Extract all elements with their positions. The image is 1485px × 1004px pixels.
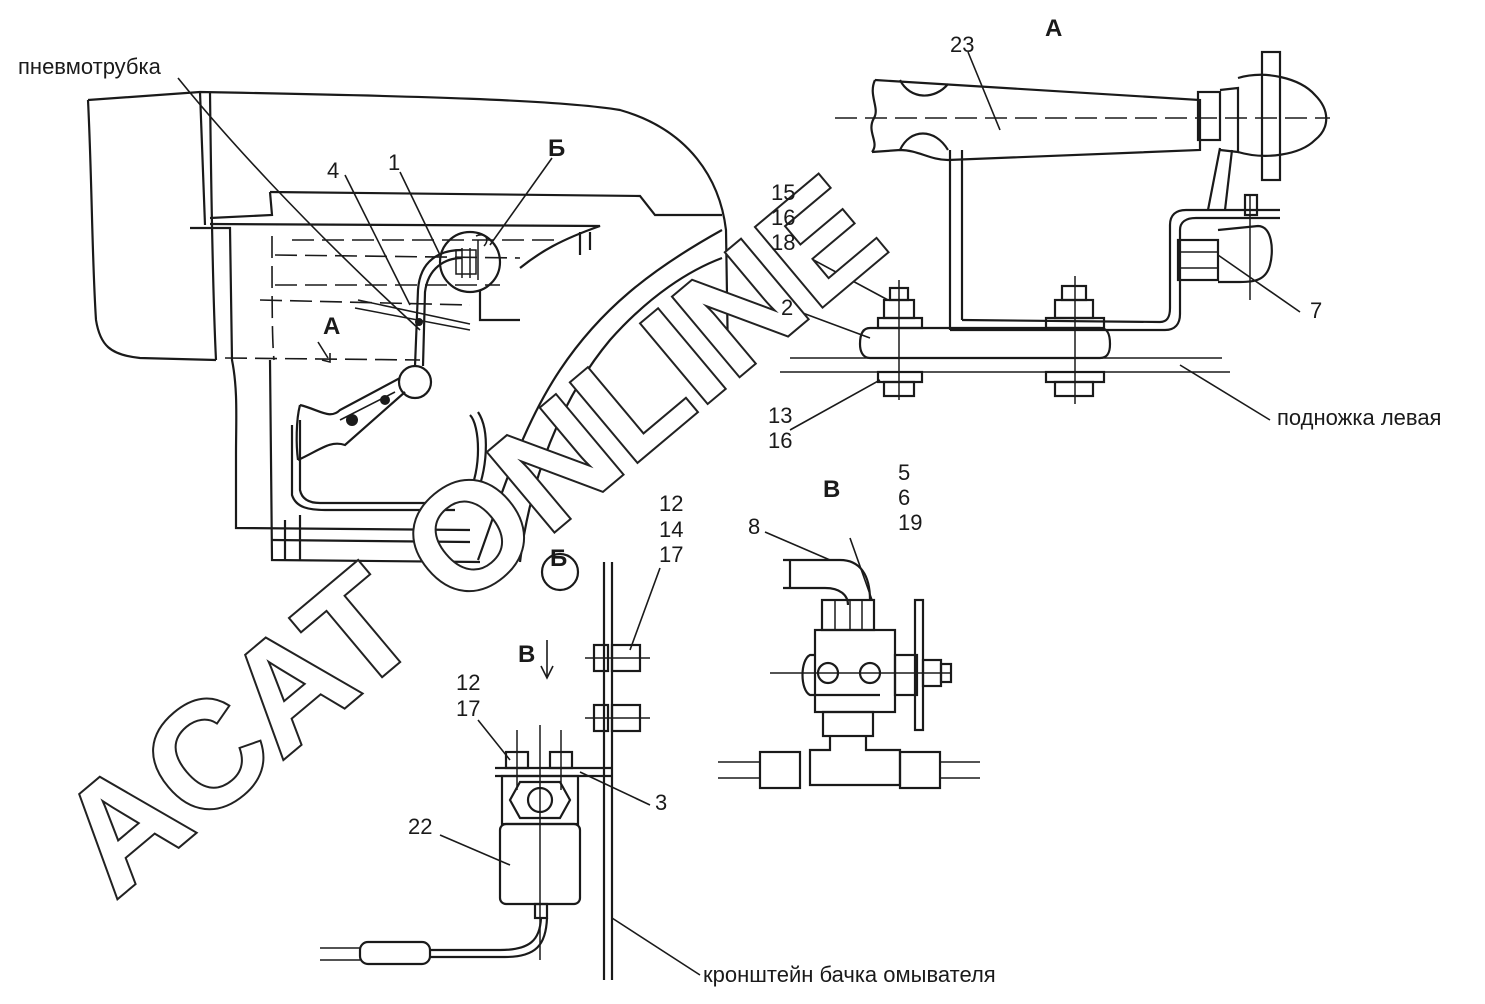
callout-16a: 16: [771, 205, 795, 230]
callout-8: 8: [748, 514, 760, 539]
callout-18: 18: [771, 230, 795, 255]
view-a-headlight-bracket: [835, 50, 1330, 332]
callout-17a: 17: [659, 542, 683, 567]
callout-4: 4: [327, 158, 339, 183]
label-pneumotube: пневмотрубка: [18, 54, 162, 79]
view-letter-v-detail: В: [823, 476, 840, 503]
callout-15: 15: [771, 180, 795, 205]
view-letter-v-arrow: В: [518, 641, 535, 668]
view-letter-b-main: Б: [548, 135, 565, 162]
view-letter-a-main: А: [323, 313, 340, 340]
callout-13: 13: [768, 403, 792, 428]
callout-22: 22: [408, 814, 432, 839]
callout-6: 6: [898, 485, 910, 510]
label-washer-bracket: кронштейн бачка омывателя: [703, 962, 996, 987]
horn-assembly: [295, 248, 471, 462]
callout-12a: 12: [659, 491, 683, 516]
view-letter-b-circle: Б: [550, 545, 567, 572]
callout-17b: 17: [456, 696, 480, 721]
leader-lines: [177, 51, 1301, 976]
callout-16b: 16: [768, 428, 792, 453]
view-v-valve-assembly: [718, 558, 980, 790]
callout-2: 2: [781, 295, 793, 320]
washer-pump-assembly: [320, 562, 650, 980]
callout-19: 19: [898, 510, 922, 535]
callout-23: 23: [950, 32, 974, 57]
left-step-plate: [780, 276, 1230, 404]
callout-5: 5: [898, 460, 910, 485]
callout-1: 1: [388, 150, 400, 175]
callout-3: 3: [655, 790, 667, 815]
view-letter-a-detail: А: [1045, 15, 1062, 42]
callout-14: 14: [659, 517, 683, 542]
circle-b-marker: [540, 552, 580, 592]
callout-7: 7: [1310, 298, 1322, 323]
label-left-step: подножка левая: [1277, 405, 1441, 430]
view-arrows: [317, 341, 554, 680]
detail-b-circle: [438, 230, 520, 322]
callout-12b: 12: [456, 670, 480, 695]
cab-fender-drawing: [86, 90, 730, 564]
